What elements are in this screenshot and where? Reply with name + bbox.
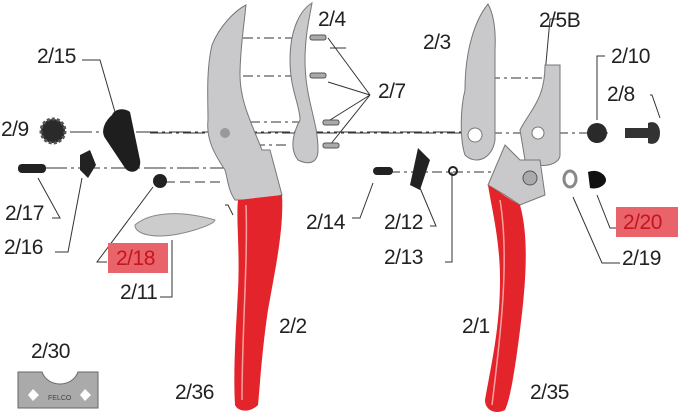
label-2-2: 2/2: [279, 315, 307, 338]
label-2-20: 2/20: [623, 211, 662, 234]
wrench-2-30[interactable]: [17, 371, 99, 409]
washer-2-19[interactable]: [562, 169, 578, 189]
spring-2-11[interactable]: [134, 213, 216, 237]
label-2-13: 2/13: [384, 246, 423, 269]
upper-blade-2-2: [207, 4, 283, 201]
label-2-14: 2/14: [306, 211, 345, 234]
label-2-18: 2/18: [116, 247, 155, 270]
head-2-5b: [519, 64, 561, 166]
label-2-15: 2/15: [37, 45, 76, 68]
label-2-12: 2/12: [384, 211, 423, 234]
clip-2-16[interactable]: [80, 150, 96, 178]
label-2-11: 2/11: [120, 281, 158, 304]
label-2-36: 2/36: [175, 381, 214, 404]
plate-2-15[interactable]: [103, 109, 141, 172]
label-2-8: 2/8: [607, 83, 635, 106]
label-2-7: 2/7: [378, 80, 406, 103]
label-2-17: 2/17: [5, 202, 44, 225]
label-2-1: 2/1: [462, 315, 490, 338]
label-2-4: 2/4: [318, 8, 346, 31]
label-2-20-highlight: 2/20: [616, 207, 678, 237]
washer-2-13[interactable]: [448, 166, 458, 176]
anvil-plate-2-4: [289, 2, 319, 164]
label-2-30: 2/30: [31, 340, 70, 363]
cap-2-20[interactable]: [588, 170, 606, 189]
handle-2-1[interactable]: [485, 185, 526, 412]
blade-2-3[interactable]: [460, 3, 496, 161]
gear-nut-2-9[interactable]: [39, 117, 67, 145]
label-2-16: 2/16: [4, 236, 43, 259]
nut-2-10[interactable]: [587, 123, 607, 143]
label-2-3: 2/3: [423, 31, 451, 54]
screw-2-14[interactable]: [373, 167, 393, 175]
clip-2-12[interactable]: [410, 148, 430, 190]
label-2-35: 2/35: [530, 381, 569, 404]
label-2-19: 2/19: [622, 247, 661, 270]
felco-logo: FELCO: [48, 395, 72, 402]
label-2-9: 2/9: [1, 118, 29, 141]
nut-2-18[interactable]: [153, 174, 167, 188]
bolt-2-8[interactable]: [625, 122, 660, 144]
rivets-2-7: [309, 34, 340, 149]
body-2-1: [487, 144, 546, 206]
label-2-10: 2/10: [611, 45, 650, 68]
screw-2-17[interactable]: [18, 164, 46, 173]
label-2-18-highlight: 2/18: [108, 243, 168, 273]
label-2-5b: 2/5B: [539, 9, 581, 32]
